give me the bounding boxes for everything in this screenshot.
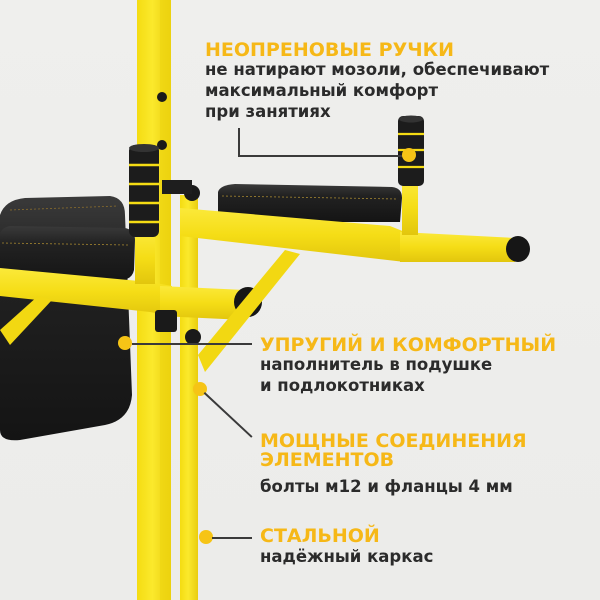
- marker-dot-frame: [199, 530, 213, 544]
- leader-line-padding: [132, 343, 252, 345]
- callout-title: НЕОПРЕНОВЫЕ РУЧКИ: [205, 39, 455, 61]
- armrest-pad-icon: [218, 184, 402, 222]
- callout-title: МОЩНЫЕ СОЕДИНЕНИЯ ЭЛЕМЕНТОВ: [260, 430, 527, 471]
- marker-dot-padding: [118, 336, 132, 350]
- callout-description: не натирают мозоли, обеспечивают максима…: [205, 60, 550, 121]
- marker-dot-handles: [402, 148, 416, 162]
- marker-dot-joints: [193, 382, 207, 396]
- leader-line-frame: [212, 537, 252, 539]
- leader-line-handles-horizontal: [238, 155, 406, 157]
- callout-title: УПРУГИЙ И КОМФОРТНЫЙ: [260, 334, 557, 356]
- callout-description: надёжный каркас: [260, 547, 434, 566]
- neoprene-grip-icon: [129, 144, 159, 284]
- callout-description: наполнитель в подушке и подлокотниках: [260, 355, 493, 395]
- callout-title: СТАЛЬНОЙ: [260, 525, 380, 547]
- callout-description: болты м12 и фланцы 4 мм: [260, 477, 513, 496]
- leader-line-handles-vertical: [238, 128, 240, 155]
